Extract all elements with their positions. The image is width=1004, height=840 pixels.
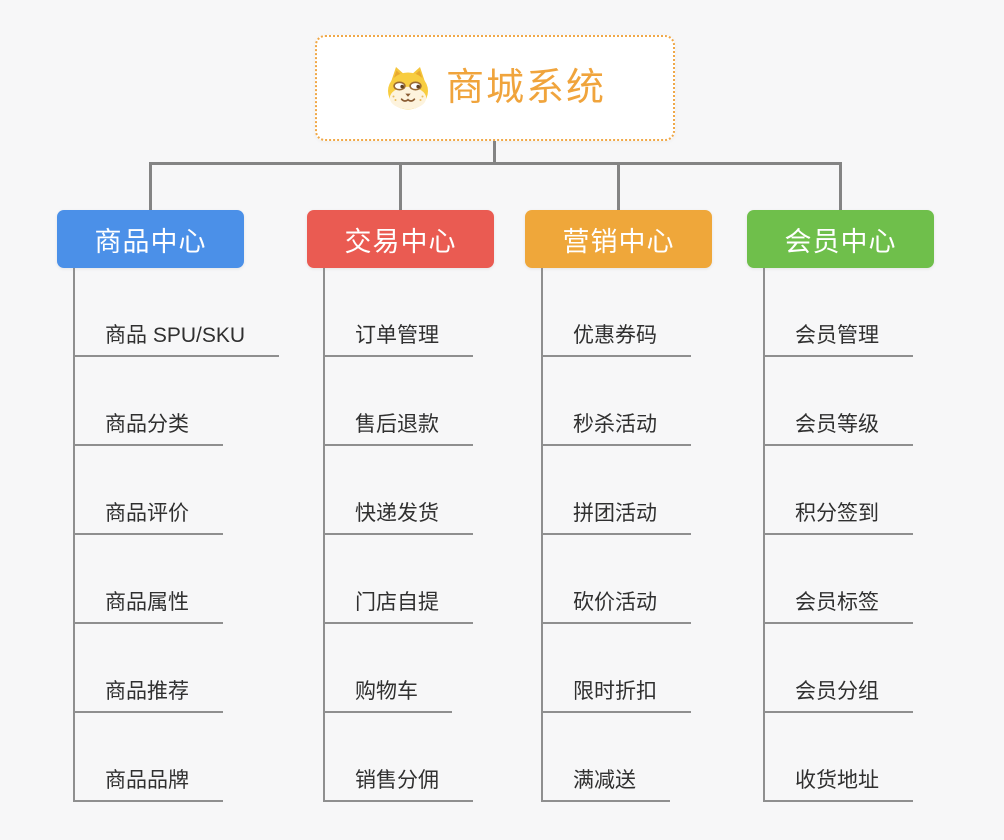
child-node-label: 购物车 [323, 679, 452, 713]
child-node[interactable]: 订单管理 [307, 268, 567, 357]
child-node-label: 商品评价 [73, 501, 223, 535]
branch-children-trade: 订单管理 售后退款 快递发货 门店自提 购物车 销售分佣 [307, 268, 567, 802]
child-node-label: 优惠券码 [541, 323, 691, 357]
child-node-label: 商品推荐 [73, 679, 223, 713]
child-node[interactable]: 商品属性 [57, 535, 317, 624]
child-node[interactable]: 销售分佣 [307, 713, 567, 802]
child-node[interactable]: 门店自提 [307, 535, 567, 624]
connector-drop-product [149, 164, 152, 210]
branch-column-member: 会员中心 会员管理 会员等级 积分签到 会员标签 会员分组 收货地址 [747, 210, 1004, 802]
child-node-label: 限时折扣 [541, 679, 691, 713]
child-node-label: 门店自提 [323, 590, 473, 624]
child-node-label: 商品品牌 [73, 768, 223, 802]
branch-children-marketing: 优惠券码 秒杀活动 拼团活动 砍价活动 限时折扣 满减送 [525, 268, 785, 802]
branch-node-trade[interactable]: 交易中心 [307, 210, 494, 268]
child-node[interactable]: 商品 SPU/SKU [57, 268, 317, 357]
child-node[interactable]: 购物车 [307, 624, 567, 713]
branch-children-member: 会员管理 会员等级 积分签到 会员标签 会员分组 收货地址 [747, 268, 1004, 802]
connector-drop-trade [399, 164, 402, 210]
connector-bus [149, 162, 842, 165]
child-node[interactable]: 会员等级 [747, 357, 1004, 446]
branch-node-member[interactable]: 会员中心 [747, 210, 934, 268]
child-node[interactable]: 积分签到 [747, 446, 1004, 535]
child-node-label: 会员分组 [763, 679, 913, 713]
child-node-label: 售后退款 [323, 412, 473, 446]
branch-node-marketing[interactable]: 营销中心 [525, 210, 712, 268]
branch-column-marketing: 营销中心 优惠券码 秒杀活动 拼团活动 砍价活动 限时折扣 满减送 [525, 210, 785, 802]
child-node[interactable]: 商品品牌 [57, 713, 317, 802]
child-node[interactable]: 满减送 [525, 713, 785, 802]
branch-column-trade: 交易中心 订单管理 售后退款 快递发货 门店自提 购物车 销售分佣 [307, 210, 567, 802]
child-node-label: 拼团活动 [541, 501, 691, 535]
child-node[interactable]: 优惠券码 [525, 268, 785, 357]
child-node-label: 商品属性 [73, 590, 223, 624]
child-node[interactable]: 快递发货 [307, 446, 567, 535]
child-node-label: 会员管理 [763, 323, 913, 357]
child-node-label: 会员等级 [763, 412, 913, 446]
child-node[interactable]: 商品评价 [57, 446, 317, 535]
child-node[interactable]: 秒杀活动 [525, 357, 785, 446]
root-title: 商城系统 [445, 67, 606, 109]
child-node-label: 商品 SPU/SKU [73, 323, 280, 357]
child-node-label: 订单管理 [323, 323, 473, 357]
child-node[interactable]: 商品推荐 [57, 624, 317, 713]
child-node-label: 积分签到 [763, 501, 913, 535]
connector-root-stub [493, 141, 496, 164]
child-node-label: 满减送 [541, 768, 670, 802]
branch-children-product: 商品 SPU/SKU 商品分类 商品评价 商品属性 商品推荐 商品品牌 [57, 268, 317, 802]
child-node-label: 会员标签 [763, 590, 913, 624]
child-node[interactable]: 限时折扣 [525, 624, 785, 713]
child-node[interactable]: 砍价活动 [525, 535, 785, 624]
child-node-label: 商品分类 [73, 412, 223, 446]
child-node[interactable]: 拼团活动 [525, 446, 785, 535]
child-node[interactable]: 商品分类 [57, 357, 317, 446]
child-node[interactable]: 会员分组 [747, 624, 1004, 713]
child-node[interactable]: 会员管理 [747, 268, 1004, 357]
child-node-label: 销售分佣 [323, 768, 473, 802]
connector-drop-member [839, 164, 842, 210]
root-node[interactable]: 商城系统 [315, 35, 675, 141]
child-node-label: 秒杀活动 [541, 412, 691, 446]
child-node[interactable]: 收货地址 [747, 713, 1004, 802]
child-node[interactable]: 会员标签 [747, 535, 1004, 624]
dog-icon [387, 67, 428, 110]
child-node-label: 砍价活动 [541, 590, 691, 624]
connector-drop-marketing [617, 164, 620, 210]
child-node[interactable]: 售后退款 [307, 357, 567, 446]
child-node-label: 收货地址 [763, 768, 913, 802]
branch-node-product[interactable]: 商品中心 [57, 210, 244, 268]
branch-column-product: 商品中心 商品 SPU/SKU 商品分类 商品评价 商品属性 商品推荐 商品品牌 [57, 210, 317, 802]
child-node-label: 快递发货 [323, 501, 473, 535]
